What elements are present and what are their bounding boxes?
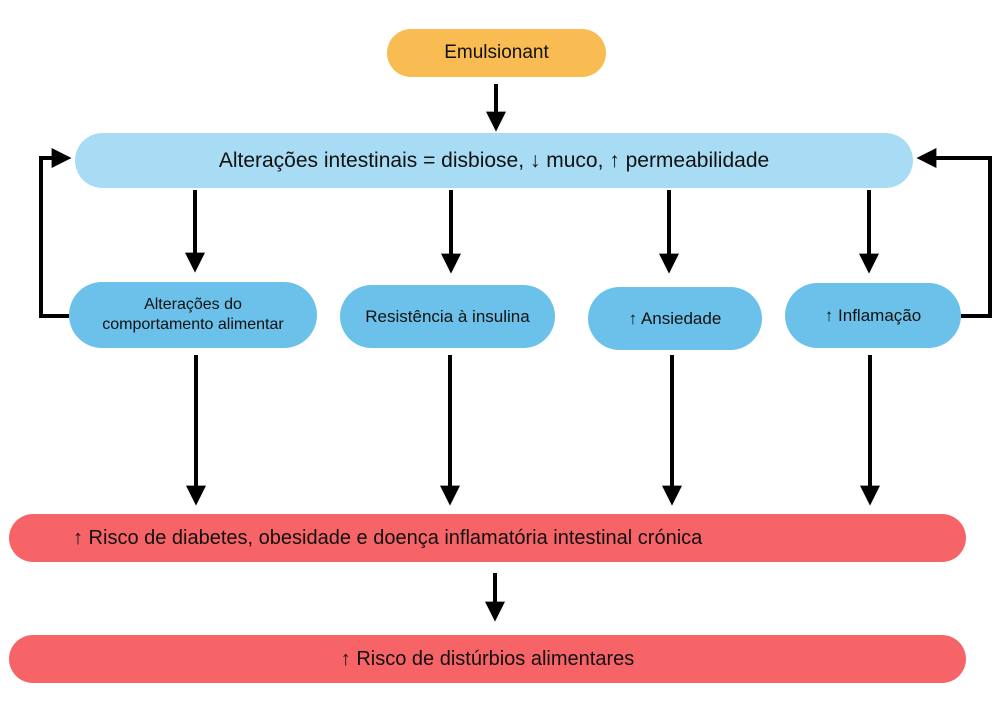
edge-inflammation-feedback xyxy=(916,148,992,318)
node-eating-behavior: Alterações do comportamento alimentar xyxy=(69,282,317,348)
node-intestinal-changes: Alterações intestinais = disbiose, ↓ muc… xyxy=(75,133,913,188)
node-risk-diseases: ↑ Risco de diabetes, obesidade e doença … xyxy=(9,514,966,562)
node-anxiety-label: ↑ Ansiedade xyxy=(628,308,722,328)
node-insulin-resistance: Resistência à insulina xyxy=(340,285,555,348)
node-eating-behavior-line-2: comportamento alimentar xyxy=(102,316,284,333)
node-inflammation-label: ↑ Inflamação xyxy=(824,305,922,325)
node-insulin-resistance-label: Resistência à insulina xyxy=(365,306,530,326)
node-inflammation: ↑ Inflamação xyxy=(785,283,961,348)
node-risk-eating-disorders: ↑ Risco de distúrbios alimentares xyxy=(9,635,966,683)
node-risk-eating-disorders-label: ↑ Risco de distúrbios alimentares xyxy=(340,647,635,670)
node-eating-behavior-label: Alterações do comportamento alimentar xyxy=(102,295,283,335)
edge-eating-behavior-feedback xyxy=(39,148,72,318)
node-eating-behavior-line-1: Alterações do xyxy=(144,296,242,313)
node-risk-diseases-label: ↑ Risco de diabetes, obesidade e doença … xyxy=(73,526,703,549)
node-intestinal-changes-label: Alterações intestinais = disbiose, ↓ muc… xyxy=(218,148,770,172)
node-emulsionant-label: Emulsionant xyxy=(444,42,549,63)
node-emulsionant: Emulsionant xyxy=(387,29,606,77)
node-anxiety: ↑ Ansiedade xyxy=(588,287,762,350)
